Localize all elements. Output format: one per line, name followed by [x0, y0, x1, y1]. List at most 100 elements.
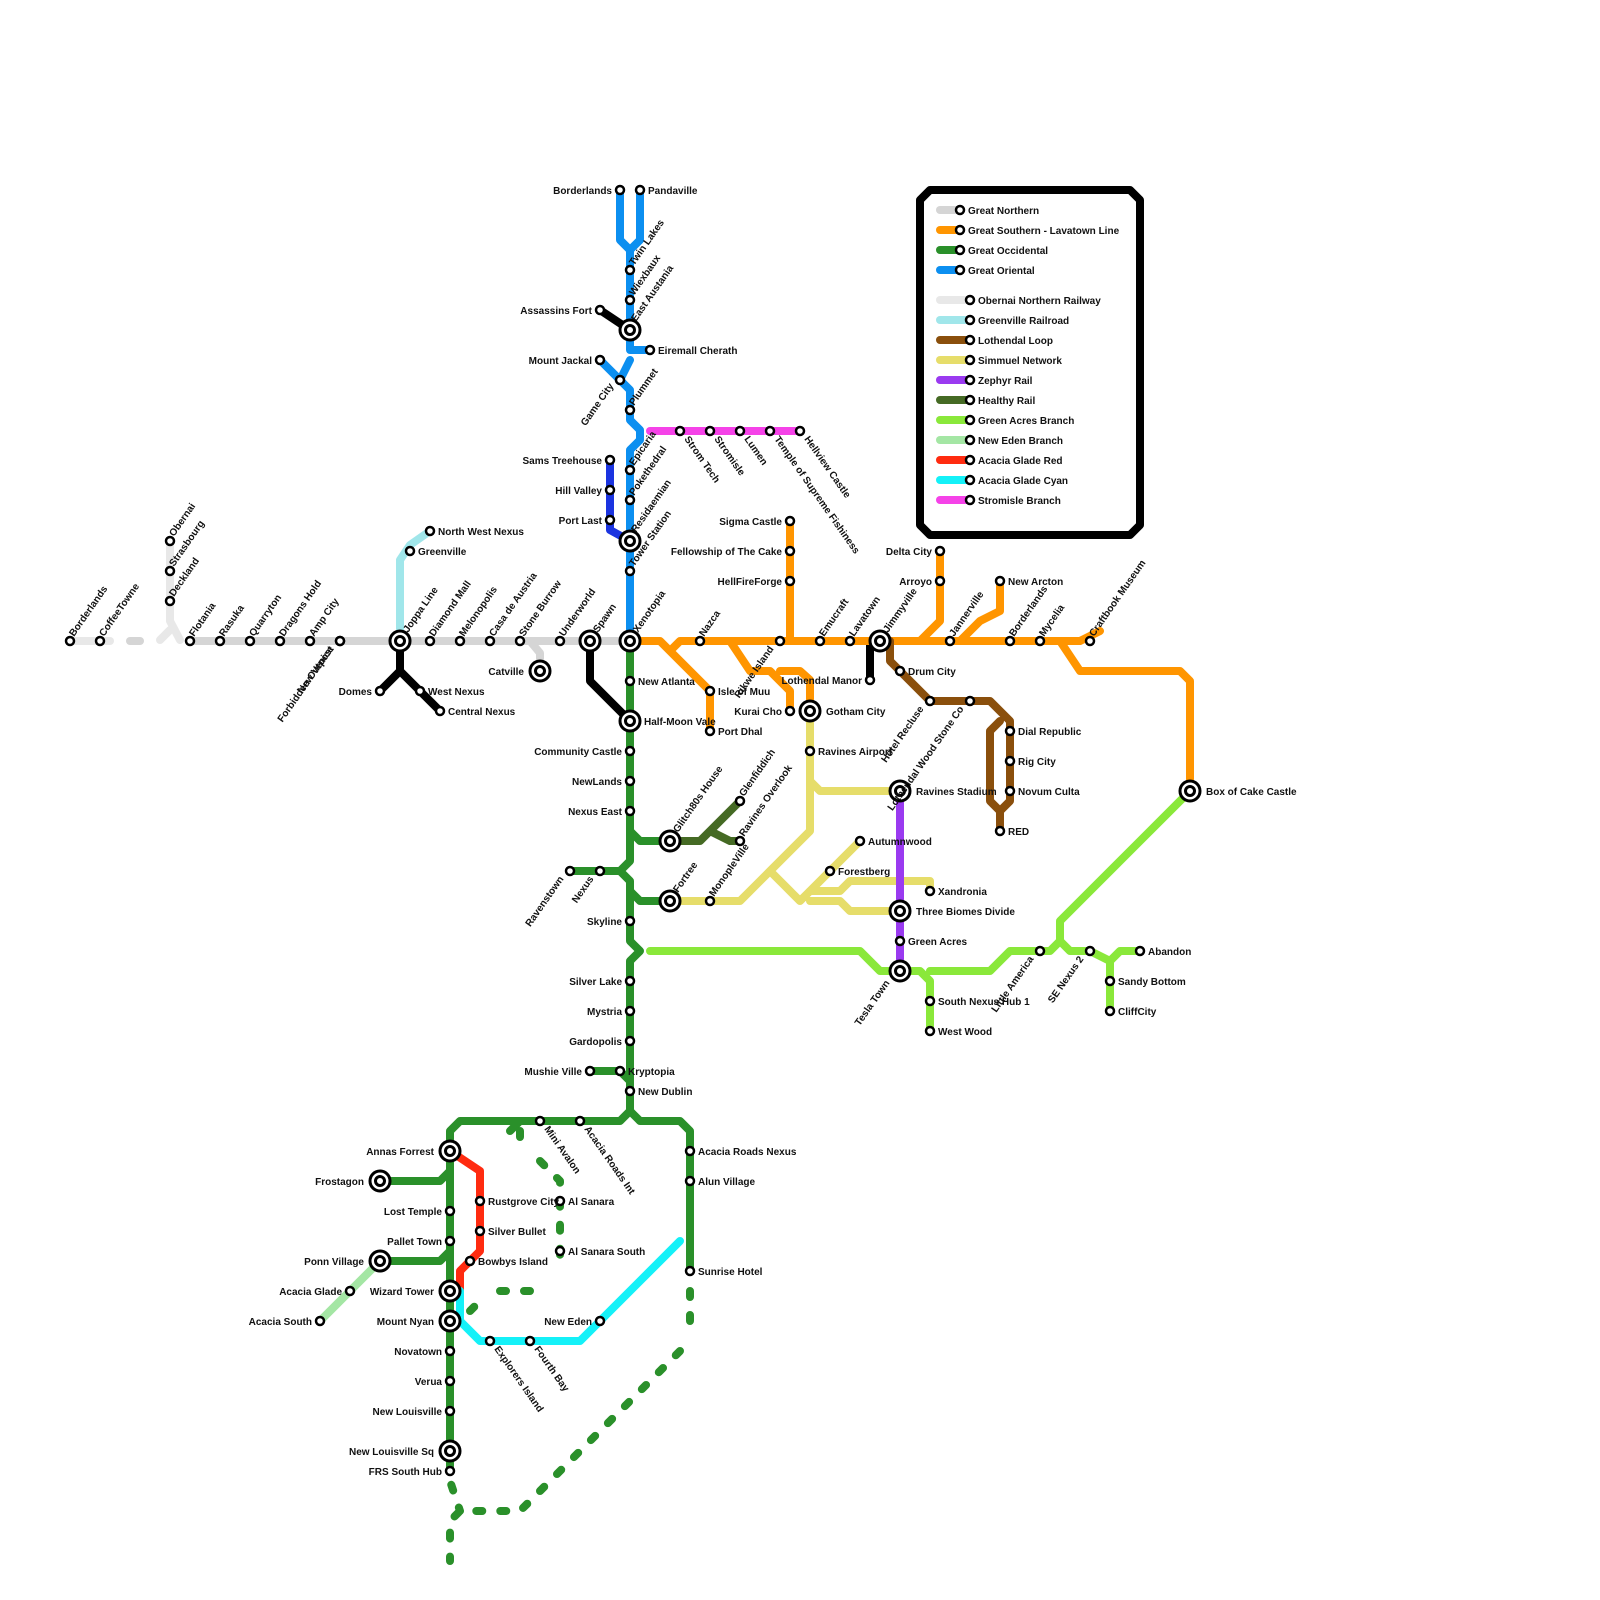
station-jimmyville[interactable] — [870, 631, 890, 651]
station-new-venice[interactable] — [336, 637, 344, 645]
station-tesla-town[interactable] — [890, 961, 910, 981]
station-verua[interactable] — [446, 1377, 454, 1385]
station-pandaville[interactable] — [636, 186, 644, 194]
station-nexus-east[interactable] — [626, 807, 634, 815]
station-sigma-castle[interactable] — [786, 517, 794, 525]
station-fellowship-of-the-cake[interactable] — [786, 547, 794, 555]
station-twin-lakes[interactable] — [626, 266, 634, 274]
station-pallet-town[interactable] — [446, 1237, 454, 1245]
station-half-moon-vale[interactable] — [620, 711, 640, 731]
station-borderlands[interactable] — [616, 186, 624, 194]
station-nexus[interactable] — [596, 867, 604, 875]
station-wizard-tower[interactable] — [440, 1281, 460, 1301]
station-isle-of-muu[interactable] — [706, 687, 714, 695]
station-domes[interactable] — [376, 687, 384, 695]
station-sunrise-hotel[interactable] — [686, 1267, 694, 1275]
station-diamond-mall[interactable] — [426, 637, 434, 645]
station-kurai-cho[interactable] — [786, 707, 794, 715]
station-borderlands[interactable] — [1006, 637, 1014, 645]
line-occidental-dashed-a[interactable] — [520, 1131, 560, 1261]
station-annas-forrest[interactable] — [440, 1141, 460, 1161]
station-coffeetowne[interactable] — [96, 637, 104, 645]
station-stromisle[interactable] — [706, 427, 714, 435]
station-hotel-recluse[interactable] — [926, 697, 934, 705]
station-community-castle[interactable] — [626, 747, 634, 755]
station-amp-city[interactable] — [306, 637, 314, 645]
line-occidental-dashed-c[interactable] — [450, 1291, 690, 1561]
station-acacia-glade[interactable] — [346, 1287, 354, 1295]
station-wiexbaux[interactable] — [626, 296, 634, 304]
station-assassins-fort[interactable] — [596, 306, 604, 314]
station-temple-of-supreme-fishiness[interactable] — [766, 427, 774, 435]
station-xandronia[interactable] — [926, 887, 934, 895]
station-autumnwood[interactable] — [856, 837, 864, 845]
station-rustgrove-city[interactable] — [476, 1197, 484, 1205]
line-black-underworld[interactable] — [590, 641, 630, 721]
station-abandon[interactable] — [1136, 947, 1144, 955]
station-mycelia[interactable] — [1036, 637, 1044, 645]
station-west-wood[interactable] — [926, 1027, 934, 1035]
station-ravenstown[interactable] — [566, 867, 574, 875]
station-game-city[interactable] — [616, 376, 624, 384]
station-quarryton[interactable] — [246, 637, 254, 645]
station-cliffcity[interactable] — [1106, 1007, 1114, 1015]
station-frostagon[interactable] — [370, 1171, 390, 1191]
station-spawn[interactable] — [580, 631, 600, 651]
station-hellfireforge[interactable] — [786, 577, 794, 585]
station-mushie-ville[interactable] — [586, 1067, 594, 1075]
station-kryptopia[interactable] — [616, 1067, 624, 1075]
station-new-louisville-sq[interactable] — [440, 1441, 460, 1461]
station-explorers-island[interactable] — [486, 1337, 494, 1345]
station-casa-de-austria[interactable] — [486, 637, 494, 645]
station-glitch80s-house[interactable] — [660, 831, 680, 851]
station-catville[interactable] — [530, 661, 550, 681]
station-lost-temple[interactable] — [446, 1207, 454, 1215]
station-mount-nyan[interactable] — [440, 1311, 460, 1331]
station-silver-bullet[interactable] — [476, 1227, 484, 1235]
station-monopleville[interactable] — [706, 897, 714, 905]
station-mini-avalon[interactable] — [536, 1117, 544, 1125]
line-great-occidental[interactable] — [380, 641, 690, 1451]
station-xenotopia[interactable] — [620, 631, 640, 651]
station-new-arcton[interactable] — [996, 577, 1004, 585]
station-arroyo[interactable] — [936, 577, 944, 585]
station-lavatown[interactable] — [846, 637, 854, 645]
station-hellview-castle[interactable] — [796, 427, 804, 435]
station-bowbys-island[interactable] — [466, 1257, 474, 1265]
line-acacia-red[interactable] — [450, 1151, 480, 1291]
station-box-of-cake-castle[interactable] — [1180, 781, 1200, 801]
station-central-nexus[interactable] — [436, 707, 444, 715]
station-strasbourg[interactable] — [166, 567, 174, 575]
station-flotania[interactable] — [186, 637, 194, 645]
station-west-nexus[interactable] — [416, 687, 424, 695]
line-great-southern[interactable] — [630, 521, 1190, 791]
station-ravines-airport[interactable] — [806, 747, 814, 755]
station-nazca[interactable] — [696, 637, 704, 645]
station-mystria[interactable] — [626, 1007, 634, 1015]
station-emucraft[interactable] — [816, 637, 824, 645]
station-sams-treehouse[interactable] — [606, 456, 614, 464]
station-eiremall-cherath[interactable] — [646, 346, 654, 354]
station-skyline[interactable] — [626, 917, 634, 925]
line-occidental-dashed-b[interactable] — [470, 1281, 540, 1311]
station-port-dhal[interactable] — [706, 727, 714, 735]
station-red[interactable] — [996, 827, 1004, 835]
station-craftbook-museum[interactable] — [1086, 637, 1094, 645]
station-gotham-city[interactable] — [800, 701, 820, 721]
station-new-louisville[interactable] — [446, 1407, 454, 1415]
station-melonopolis[interactable] — [456, 637, 464, 645]
station-underworld[interactable] — [556, 637, 564, 645]
station-dial-republic[interactable] — [1006, 727, 1014, 735]
station-al-sanara-south[interactable] — [556, 1247, 564, 1255]
station-rasuka[interactable] — [216, 637, 224, 645]
station-fortree[interactable] — [660, 891, 680, 911]
station-lothendal-wood-stone-co[interactable] — [966, 697, 974, 705]
station-hill-valley[interactable] — [606, 486, 614, 494]
station-alun-village[interactable] — [686, 1177, 694, 1185]
station-new-eden[interactable] — [596, 1317, 604, 1325]
station-lumen[interactable] — [736, 427, 744, 435]
station-acacia-roads-nexus[interactable] — [686, 1147, 694, 1155]
station-rig-city[interactable] — [1006, 757, 1014, 765]
station-stone-burrow[interactable] — [516, 637, 524, 645]
station-forestberg[interactable] — [826, 867, 834, 875]
